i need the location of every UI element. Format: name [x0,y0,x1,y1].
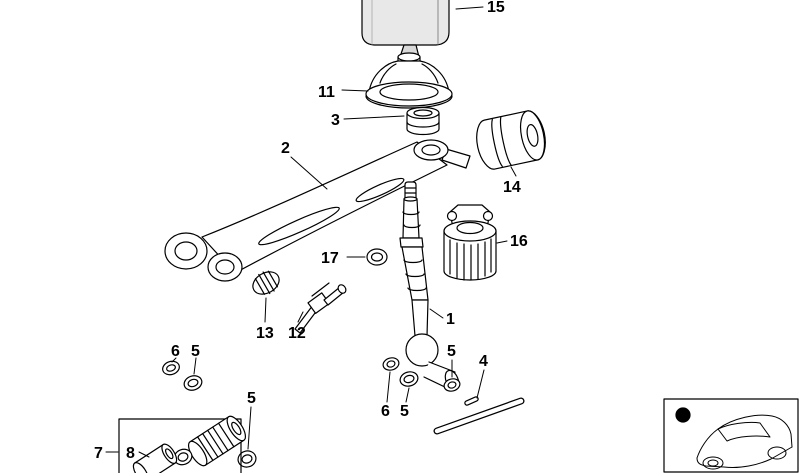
part-shift-arm [164,139,471,282]
callout-4: 4 [479,353,488,370]
callout-5c: 5 [400,403,409,420]
part-selector-rod [433,396,525,435]
part-washer-6a [162,360,180,376]
callout-11: 11 [318,84,335,101]
callout-7: 7 [94,445,103,462]
part-washer-5c [399,371,419,387]
part-o-ring [366,248,388,266]
part-coupling [187,415,247,467]
callout-3: 3 [331,112,340,129]
callout-6b: 6 [381,403,390,420]
part-washer-5d [237,450,257,468]
car-icon [696,414,793,470]
part-washer-5a [183,375,203,391]
callout-8: 8 [126,445,135,462]
reference-box [663,398,799,473]
part-rubber-boot [365,52,453,109]
part-shift-knob [361,0,450,58]
part-washer-5b [443,378,461,392]
part-bearing-mount [443,204,497,281]
callout-17: 17 [321,250,339,267]
callout-5a: 5 [191,343,200,360]
part-damper-bushing [252,270,280,295]
callout-2: 2 [281,140,290,157]
callout-labels: 15 11 3 2 14 16 17 1 13 12 6 5 5 4 6 5 5… [94,0,528,462]
callout-5d: 5 [247,390,256,407]
part-gear-lever [399,181,460,391]
part-pin-bracket [294,282,347,334]
callout-6a: 6 [171,343,180,360]
callout-1: 1 [446,311,455,328]
leader-lines [105,6,517,458]
part-bearing-bushing [406,106,440,136]
callout-15: 15 [487,0,505,16]
callout-14: 14 [503,179,521,196]
callout-12: 12 [288,325,306,342]
callout-13: 13 [256,325,274,342]
position-dot [675,407,691,423]
callout-5b: 5 [447,343,456,360]
callout-16: 16 [510,233,528,250]
part-sleeve [132,443,178,473]
part-washer-6b [382,357,400,371]
part-rubber-mount [476,110,546,170]
